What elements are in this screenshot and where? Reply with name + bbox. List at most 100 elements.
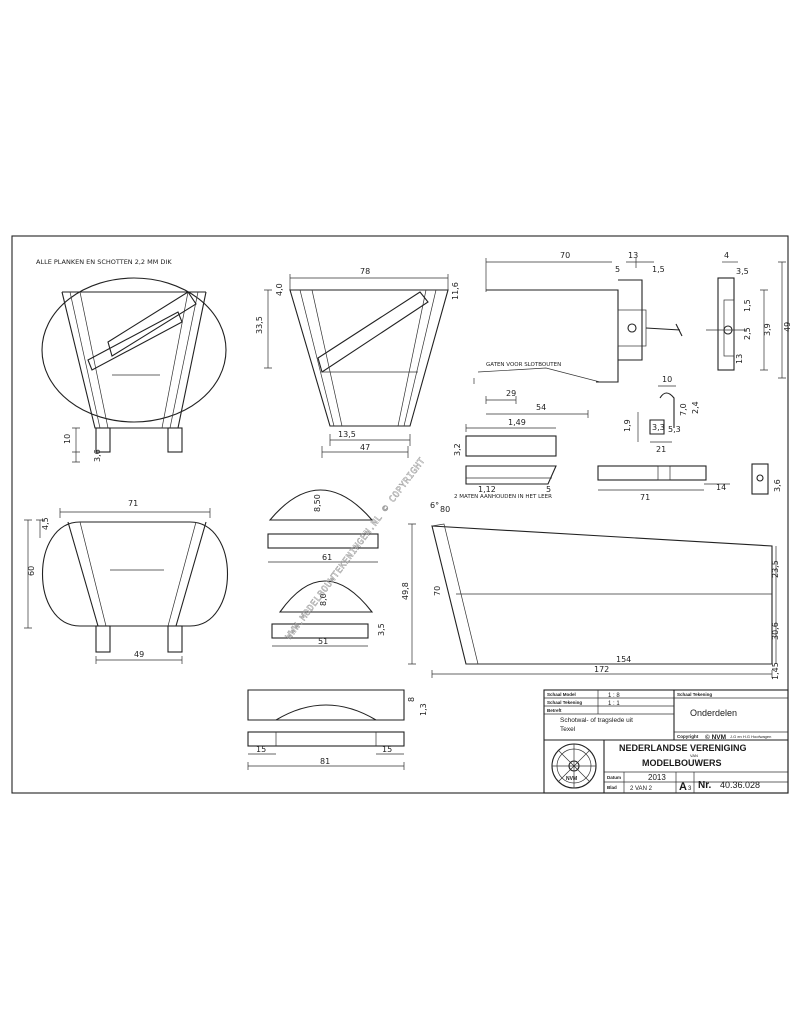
end-view-oval-top: 10 3,6 bbox=[41, 277, 227, 463]
dim-154: 154 bbox=[616, 655, 631, 664]
dim-149: 1,49 bbox=[508, 418, 526, 427]
format-letter: A bbox=[679, 781, 687, 793]
dim-bar-71: 71 bbox=[640, 493, 650, 502]
value-datum: 2013 bbox=[648, 773, 666, 782]
dim-498: 49,8 bbox=[401, 582, 410, 600]
dim-4: 4 bbox=[724, 251, 729, 260]
nvm-logo: NVM bbox=[551, 743, 597, 789]
dim-side-top-b: 80 bbox=[440, 505, 450, 514]
dim-35: 3,5 bbox=[736, 267, 749, 276]
dim-135: 13,5 bbox=[338, 430, 356, 439]
dim-runner-13: 1,3 bbox=[419, 703, 428, 716]
dim-39: 3,9 bbox=[763, 323, 772, 336]
dim-80: 8,0 bbox=[319, 593, 328, 606]
dim-145: 1,45 bbox=[771, 662, 780, 680]
dim-81: 81 bbox=[320, 757, 330, 766]
logo-text: NVM bbox=[566, 776, 577, 782]
value-schaal-tekening: 1 : 1 bbox=[608, 701, 620, 707]
dim-116: 11,6 bbox=[451, 282, 460, 300]
plates-note: 2 MATEN AANHOUDEN IN HET LEER bbox=[454, 494, 552, 500]
dim-15: 1,5 bbox=[652, 265, 665, 274]
dim-left-36: 3,6 bbox=[93, 449, 102, 462]
arc-pieces: 8,50 61 8,0 3,5 51 bbox=[267, 489, 386, 647]
dim-61: 61 bbox=[322, 553, 332, 562]
watermark: WWW.MODELBOUWTEKENINGEN.NL © COPYRIGHT bbox=[284, 456, 427, 642]
dim-14: 14 bbox=[716, 483, 726, 492]
dim-left-10: 10 bbox=[63, 434, 72, 444]
dim-runner-15b: 15 bbox=[382, 745, 392, 754]
dim-51: 51 bbox=[318, 637, 328, 646]
value-blad: 2 VAN 2 bbox=[630, 786, 653, 792]
dim-clip-33: 3,3 bbox=[652, 423, 665, 432]
dim-60: 60 bbox=[27, 566, 36, 576]
label-blad: Blad bbox=[607, 785, 617, 790]
dim-clip-19: 1,9 bbox=[623, 419, 632, 432]
dim-runner-15a: 15 bbox=[256, 745, 266, 754]
org-line-2: MODELBOUWERS bbox=[642, 758, 722, 768]
dim-runner-8: 8 bbox=[407, 697, 416, 702]
iron-bracket: 70 13 5 1,5 GATEN VOOR SLOTBOUTEN 29 54 bbox=[473, 251, 683, 418]
flat-bar: 14 71 3,6 bbox=[597, 463, 782, 502]
copyright-author: J.G en H.G Hoofwagen bbox=[730, 734, 771, 739]
dim-15b: 1,5 bbox=[743, 299, 752, 312]
dim-side-top-a: 6° bbox=[430, 501, 439, 510]
dim-29: 29 bbox=[506, 389, 516, 398]
general-note: ALLE PLANKEN EN SCHOTTEN 2,2 MM DIK bbox=[36, 258, 172, 266]
value-schaal-model: 1 : 8 bbox=[608, 693, 620, 699]
dim-5b: 5 bbox=[546, 485, 551, 494]
dim-oval-71: 71 bbox=[128, 499, 138, 508]
dim-49: 49 bbox=[783, 322, 792, 332]
dim-172: 172 bbox=[594, 665, 609, 674]
dim-bar-end: 3,6 bbox=[773, 479, 782, 492]
dim-clip-53: 5,3 bbox=[668, 425, 681, 434]
sheet-border bbox=[11, 235, 789, 794]
dim-13: 13 bbox=[628, 251, 638, 260]
value-nr: 40.36.028 bbox=[720, 780, 760, 790]
format-num: 3 bbox=[688, 786, 692, 792]
title-block: Schaal Model 1 : 8 Schaal Tekening 1 : 1… bbox=[543, 689, 789, 794]
label-betreft: Betreft bbox=[547, 708, 562, 713]
dim-oval-49: 49 bbox=[134, 650, 144, 659]
dim-25: 2,5 bbox=[743, 327, 752, 340]
dim-112: 1,12 bbox=[478, 485, 496, 494]
org-line-1: NEDERLANDSE VERENIGING bbox=[619, 743, 747, 753]
side-panel: 6° 80 49,8 70 23,5 30,6 154 172 1,45 bbox=[401, 501, 780, 680]
dim-clip-10: 10 bbox=[662, 375, 672, 384]
end-view-trapezoid: 78 33,5 4,0 11,6 13,5 47 bbox=[255, 267, 460, 458]
label-datum: Datum bbox=[607, 775, 621, 780]
dim-clip-70: 7,0 bbox=[679, 403, 688, 416]
value-betreft-1: Schotwal- of tragslede uit bbox=[560, 717, 633, 724]
end-view-oval-bottom: 71 4,5 60 49 bbox=[24, 499, 228, 664]
u-clip: 10 1,9 3,3 5,3 21 7,0 2,4 bbox=[623, 375, 700, 454]
dim-40: 4,0 bbox=[275, 283, 284, 296]
dim-clip-24: 2,4 bbox=[691, 401, 700, 414]
sheet-title: Onderdelen bbox=[690, 708, 737, 718]
dim-32: 3,2 bbox=[453, 443, 462, 456]
label-copyright: Copyright bbox=[677, 734, 699, 739]
value-betreft-2: Texel bbox=[560, 726, 576, 733]
copyright-org: © NVM bbox=[705, 733, 726, 741]
dim-78: 78 bbox=[360, 267, 370, 276]
label-schaal-model: Schaal Model bbox=[547, 692, 576, 697]
dim-45: 4,5 bbox=[41, 517, 50, 530]
dim-13b: 13 bbox=[735, 354, 744, 364]
side-bracket: 4 3,5 3,9 49 1,5 2,5 13 bbox=[706, 251, 792, 379]
dim-335: 33,5 bbox=[255, 316, 264, 334]
dim-306: 30,6 bbox=[771, 622, 780, 640]
dim-70: 70 bbox=[560, 251, 570, 260]
dim-47: 47 bbox=[360, 443, 370, 452]
dim-5: 5 bbox=[615, 265, 620, 274]
dim-side-70: 70 bbox=[433, 586, 442, 596]
label-schaal-tekening: Schaal Tekening bbox=[547, 700, 582, 705]
dim-clip-21: 21 bbox=[656, 445, 666, 454]
label-nr: Nr. bbox=[698, 780, 712, 791]
org-van: VAN bbox=[690, 753, 698, 758]
dim-arc-35: 3,5 bbox=[377, 623, 386, 636]
runner-pieces: 8 1,3 15 15 81 bbox=[247, 689, 428, 770]
label-schaal-tekening-2: Schaal Tekening bbox=[677, 692, 712, 697]
dim-850: 8,50 bbox=[313, 494, 322, 512]
dim-235: 23,5 bbox=[771, 560, 780, 578]
dim-54: 54 bbox=[536, 403, 546, 412]
leather-plates: 1,49 3,2 1,12 5 2 MATEN AANHOUDEN IN HET… bbox=[453, 418, 557, 500]
